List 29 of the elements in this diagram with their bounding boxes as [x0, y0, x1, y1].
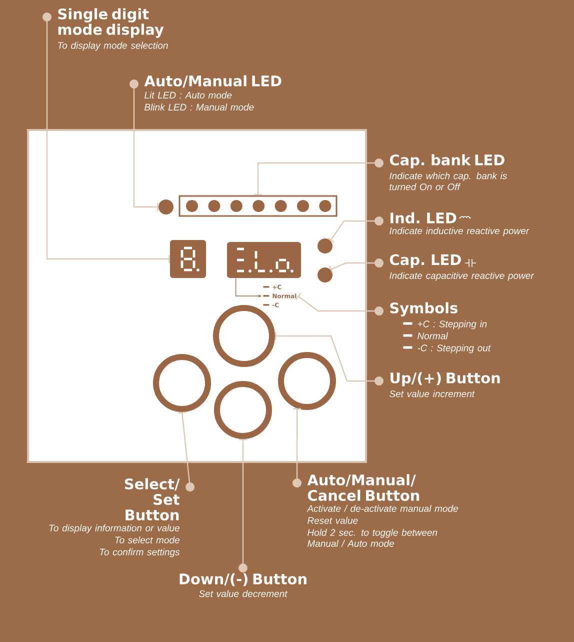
callout-text: Cap. bank LED Indicate which cap. bank is turned On or Off — [390, 154, 507, 190]
push-button — [214, 381, 272, 439]
leader-line — [275, 332, 384, 386]
callout-text: Auto/Manual LED Lit LED : Auto mode Blink LED : Manual mode — [144, 75, 282, 111]
callout-text: Ind. LED Indicate inductive reactive power — [390, 212, 530, 236]
led-indicator — [158, 200, 174, 214]
leader-line — [292, 408, 302, 488]
callout-text: Cap. LED Indicate capacitive reactive power — [390, 254, 534, 281]
leader-line — [296, 292, 384, 316]
leader-line — [178, 412, 194, 492]
led-strip — [178, 195, 338, 217]
push-button — [278, 352, 336, 410]
callout-text: Select/ Set Button To display information or value To select mode To confirm settings — [49, 478, 180, 558]
leader-line — [328, 258, 384, 274]
callout-text: Single digit mode display To display mode selection — [58, 8, 168, 51]
leader-line — [254, 158, 384, 196]
callout-text: Down/(-) Button Set value decrement — [180, 573, 306, 598]
leader-line — [327, 216, 384, 243]
digit-display — [170, 240, 206, 278]
leader-line — [42, 12, 170, 263]
segment-display — [227, 242, 301, 278]
leader-line — [130, 80, 158, 211]
push-button — [153, 354, 211, 412]
callout-text: Symbols +C : Stepping in Normal -C : Stepping out — [390, 302, 491, 354]
leader-line — [238, 439, 248, 572]
led-indicator — [318, 238, 332, 254]
led-indicator — [318, 268, 332, 282]
callout-text: Auto/Manual/ Cancel Button Activate / de-activate manual mode Reset value Hold 2 sec. to toggle between Manual / Auto mode — [306, 474, 458, 547]
callout-text: Up/(+) Button Set value increment — [389, 372, 500, 398]
